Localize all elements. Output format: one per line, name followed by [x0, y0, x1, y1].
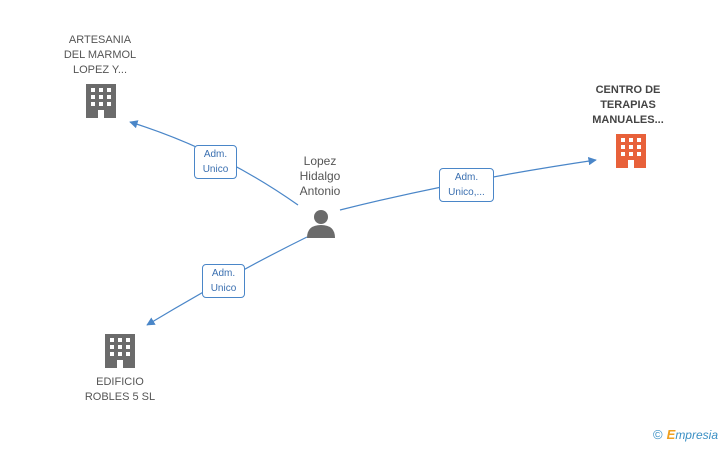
node-label-edificio[interactable]: EDIFICIO ROBLES 5 SL: [84, 376, 156, 403]
building-icon[interactable]: [616, 134, 646, 168]
edge-label-to-artesania[interactable]: Adm. Unico: [194, 145, 237, 179]
node-label-centro[interactable]: CENTRO DE TERAPIAS MANUALES...: [592, 84, 664, 126]
building-icon[interactable]: [86, 84, 116, 118]
brand-initial: E: [666, 427, 676, 442]
node-label-artesania[interactable]: ARTESANIA DEL MARMOL LOPEZ Y...: [63, 34, 137, 76]
edge-label-to-centro[interactable]: Adm. Unico,...: [439, 168, 494, 202]
empresia-logo: © E mpresia: [653, 427, 718, 442]
node-label-person[interactable]: Lopez Hidalgo Antonio: [299, 154, 341, 198]
brand-name: mpresia: [675, 427, 718, 442]
edge-label-to-edificio[interactable]: Adm. Unico: [202, 264, 245, 298]
copyright-symbol: ©: [653, 427, 663, 442]
building-icon[interactable]: [105, 334, 135, 368]
person-icon[interactable]: [307, 210, 335, 238]
